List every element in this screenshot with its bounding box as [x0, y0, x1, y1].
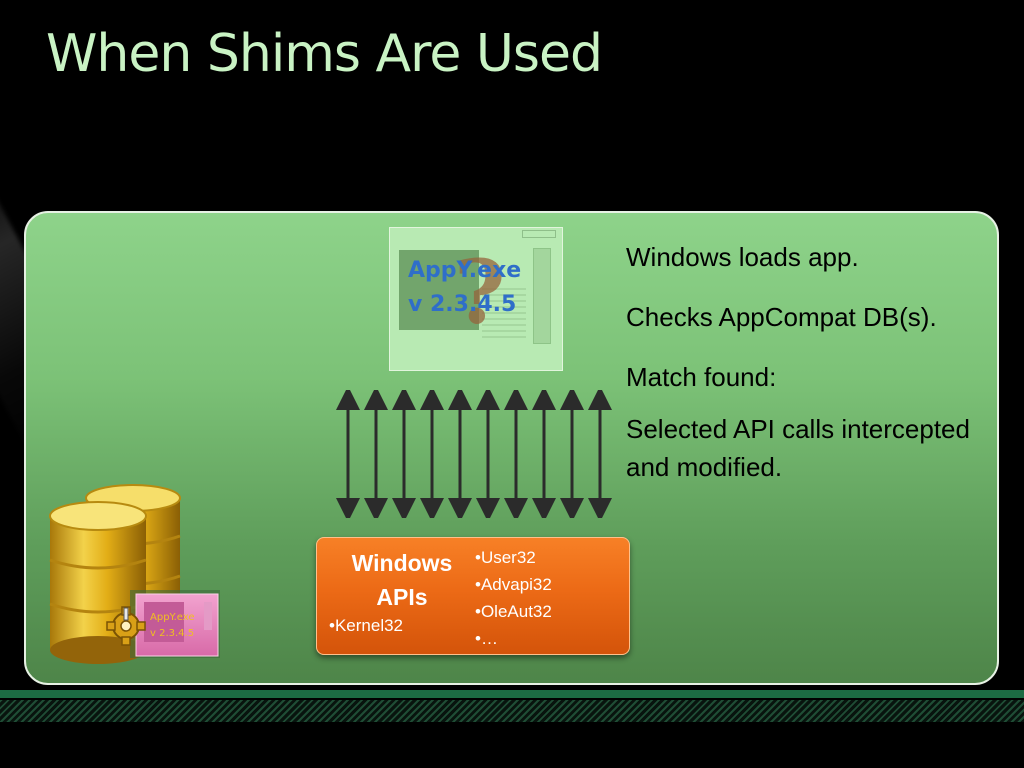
app-window-icon: ? AppY.exe v 2.3.4.5 — [389, 227, 563, 371]
api-item: •Advapi32 — [475, 575, 552, 594]
api-item: •… — [475, 629, 498, 648]
database-barrel-icon: AppY.exe v 2.3.4.5 — [49, 484, 220, 664]
windows-apis-heading: Windows APIs — [351, 550, 453, 610]
window-title-buttons — [522, 230, 556, 238]
gear-icon — [106, 606, 146, 646]
steps-list: Windows loads app. Checks AppCompat DB(s… — [626, 238, 1016, 508]
question-mark-icon: ? — [454, 240, 506, 344]
footer-hatch — [0, 700, 1024, 722]
api-item: •OleAut32 — [475, 602, 552, 621]
slide-title: When Shims Are Used — [46, 24, 603, 84]
badge-version-label: v 2.3.4.5 — [150, 628, 194, 639]
step-item: Selected API calls intercepted and modif… — [626, 414, 970, 482]
step-item: Checks AppCompat DB(s). — [626, 302, 937, 332]
double-arrow-icon — [336, 390, 612, 518]
step-item: Match found: — [626, 362, 777, 392]
app-badge: AppY.exe v 2.3.4.5 — [130, 590, 220, 658]
app-window-thumbnail — [399, 250, 479, 330]
footer-stripe — [0, 690, 1024, 698]
api-list: •User32 •Advapi32 •OleAut32 •… — [475, 544, 552, 652]
app-window-scrollbar — [533, 248, 551, 344]
windows-apis-box: Windows APIs •Kernel32 •User32 •Advapi32… — [316, 537, 630, 655]
barrel-front — [49, 501, 147, 664]
badge-name-label: AppY.exe — [150, 612, 195, 623]
app-name-label: AppY.exe — [408, 258, 522, 283]
app-version-label: v 2.3.4.5 — [408, 292, 517, 317]
api-item-kernel32: •Kernel32 — [329, 616, 404, 635]
app-window-text-lines — [482, 288, 526, 340]
step-item: Windows loads app. — [626, 242, 859, 272]
api-call-arrows — [336, 390, 612, 518]
api-item: •User32 — [475, 548, 536, 567]
